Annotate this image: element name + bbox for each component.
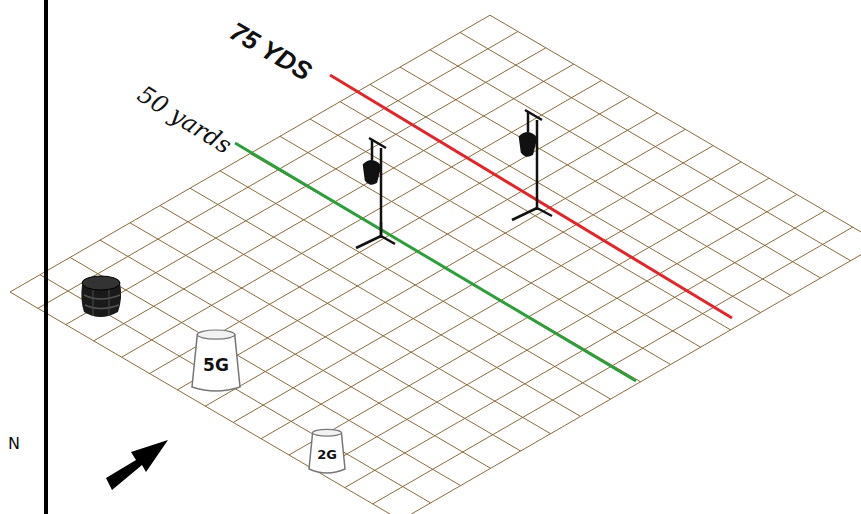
bucket-label: 5G [203, 355, 229, 375]
bucket: 2G [307, 428, 347, 476]
ground-grid [10, 15, 861, 514]
barrel [81, 276, 121, 317]
north-label: N [8, 434, 20, 453]
grid-line [10, 292, 401, 514]
seventy-five-yard-line [330, 75, 732, 318]
fifty-yard-line [235, 143, 636, 381]
distance-label: 50 yards [133, 80, 237, 159]
target-stand [512, 110, 552, 220]
distance-label: 75 YDS [224, 16, 317, 87]
margin-bar [44, 0, 48, 514]
target-stand [356, 138, 395, 248]
grid-line [490, 15, 861, 243]
north-arrow [106, 440, 168, 490]
bucket: 5G [190, 328, 242, 394]
grid-line [40, 275, 431, 503]
bucket-label: 2G [317, 447, 337, 462]
